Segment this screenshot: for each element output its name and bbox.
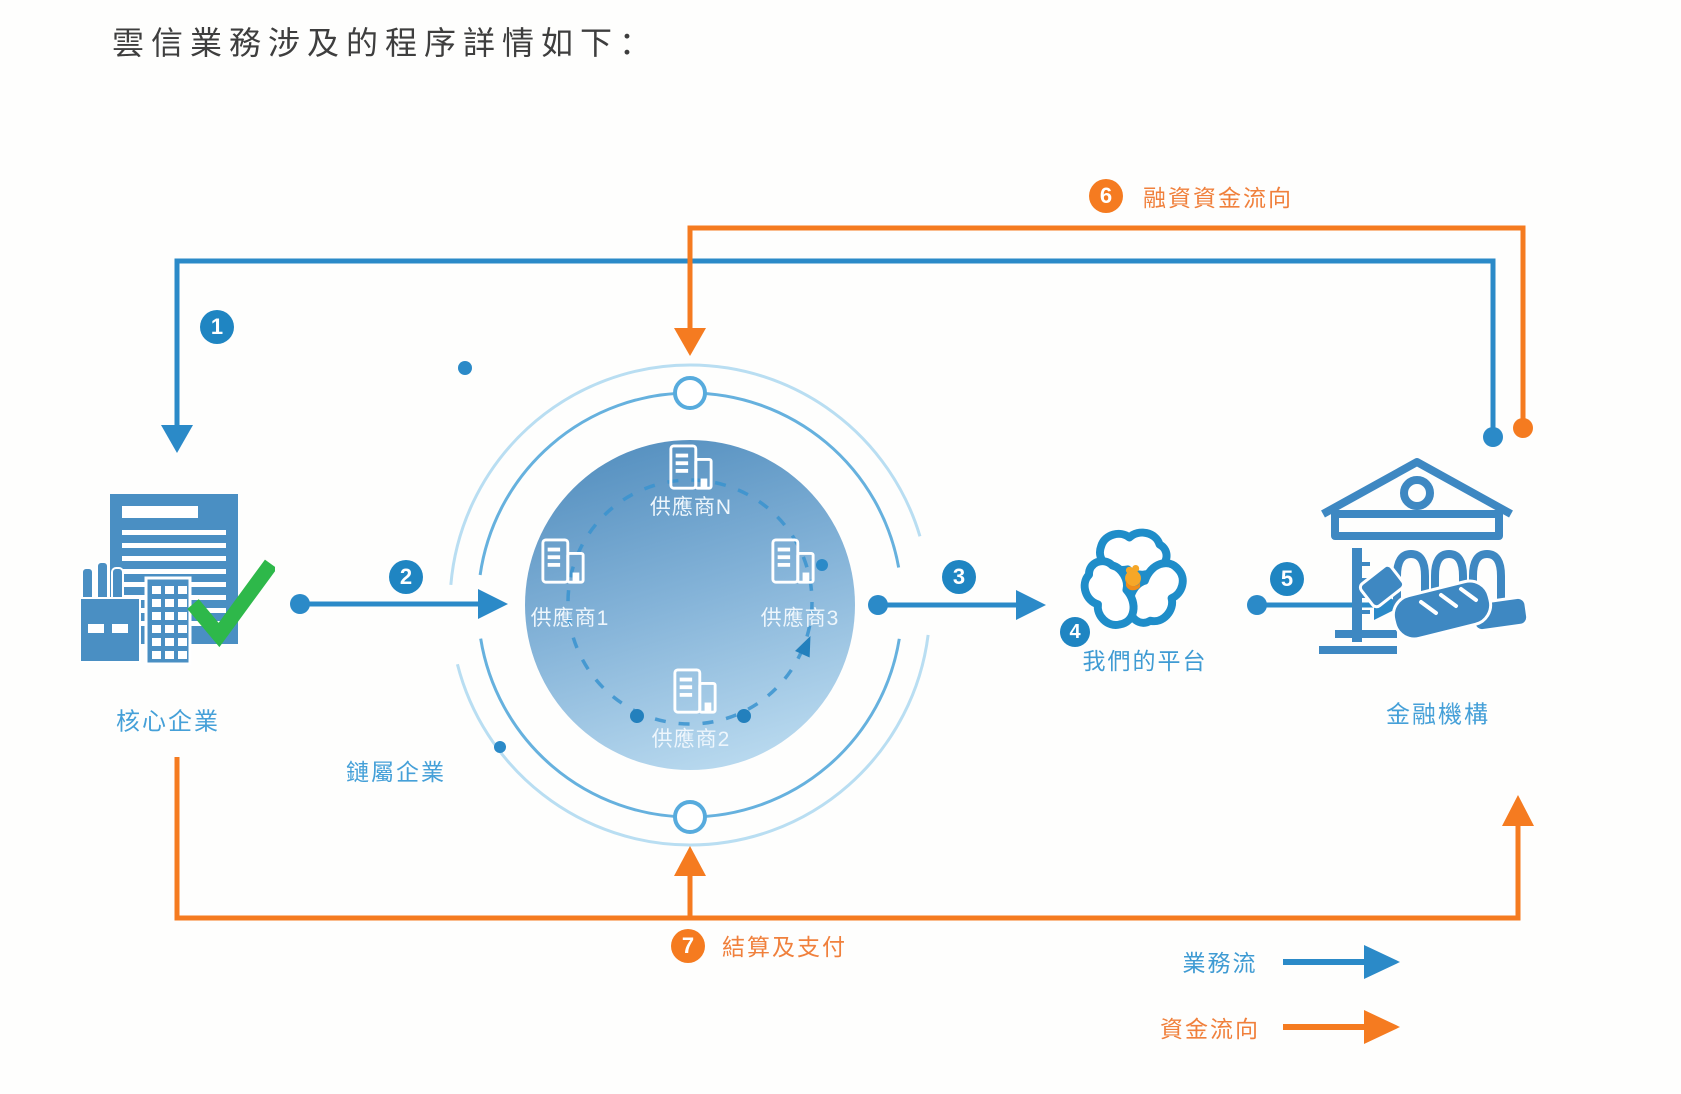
building-icon — [144, 576, 192, 666]
step-badge-1: 1 — [200, 310, 234, 344]
step-badge-7: 7 — [671, 929, 705, 963]
platform-label: 我們的平台 — [1082, 648, 1208, 674]
flow-6-funds — [674, 225, 1533, 438]
factory-icon — [80, 561, 141, 663]
flow-1-business — [161, 258, 1503, 453]
flow-7-funds — [174, 757, 1534, 921]
chain-enterprises-label: 鏈屬企業 — [346, 759, 446, 785]
step-7-label: 結算及支付 — [722, 934, 847, 960]
rotation-dashed-circle — [566, 478, 814, 726]
financial-institution-label: 金融機構 — [1386, 701, 1490, 729]
supplier-n-icon — [669, 444, 713, 490]
flow-2-business — [290, 589, 508, 619]
legend-funds-flow-arrow — [1283, 1010, 1400, 1044]
ring-node-top — [673, 376, 707, 410]
platform-accent-icon — [1125, 564, 1141, 591]
supplier-2-icon — [673, 668, 717, 714]
step-badge-2: 2 — [389, 560, 423, 594]
ring-node-bottom — [673, 800, 707, 834]
supplier-inner-circle — [525, 440, 855, 770]
legend-business-flow-arrow — [1283, 945, 1400, 979]
platform-cloud-icon — [1080, 528, 1187, 629]
supplier-1-label: 供應商1 — [530, 607, 610, 630]
financial-institution-icon — [1319, 458, 1530, 654]
handshake-icon — [1358, 563, 1530, 641]
step-badge-5: 5 — [1270, 562, 1304, 596]
core-enterprise-icon — [80, 494, 275, 666]
legend-business-flow-label: 業務流 — [1182, 950, 1258, 976]
step-badge-6: 6 — [1089, 179, 1123, 213]
supplier-2-label: 供應商2 — [651, 728, 731, 751]
step-badge-4: 4 — [1060, 617, 1090, 647]
bank-building-icon — [1319, 458, 1513, 654]
supplier-3-label: 供應商3 — [760, 607, 840, 630]
legend-funds-flow-label: 資金流向 — [1160, 1016, 1260, 1042]
supplier-1-icon — [541, 538, 585, 584]
page-title: 雲信業務涉及的程序詳情如下： — [112, 25, 659, 61]
supplier-3-icon — [771, 538, 815, 584]
supplier-ring — [448, 361, 932, 847]
flow-3-business — [868, 590, 1046, 620]
check-icon — [187, 559, 275, 648]
core-enterprise-label: 核心企業 — [116, 708, 220, 736]
step-6-label: 融資資金流向 — [1143, 185, 1293, 211]
step-badge-3: 3 — [942, 560, 976, 594]
supplier-n-label: 供應商N — [649, 496, 733, 519]
